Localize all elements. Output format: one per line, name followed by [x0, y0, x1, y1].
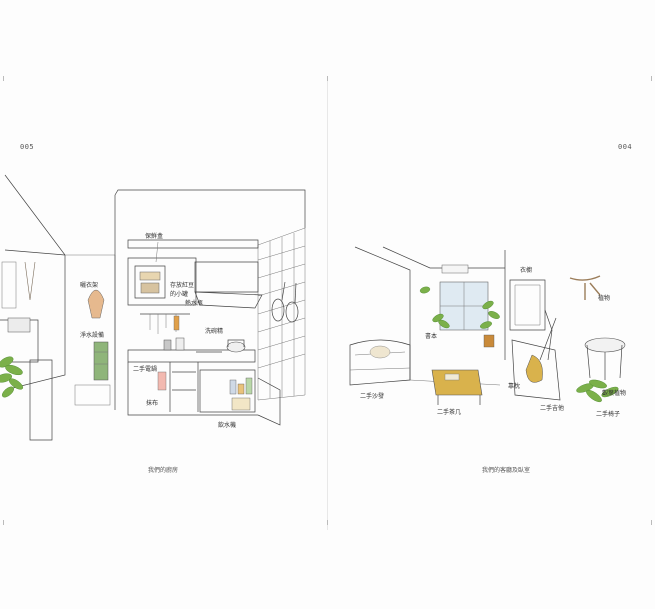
svg-text:二手吉他: 二手吉他 — [540, 404, 564, 412]
crop-mark — [327, 76, 328, 81]
svg-text:洗碗精: 洗碗精 — [205, 327, 223, 335]
crop-mark — [327, 520, 328, 525]
crop-mark — [3, 76, 4, 81]
page-gutter — [327, 80, 328, 530]
svg-text:的小罐: 的小罐 — [170, 290, 188, 298]
svg-text:觀葉植物: 觀葉植物 — [602, 389, 626, 397]
crop-mark — [651, 76, 652, 81]
svg-text:書本: 書本 — [425, 332, 437, 340]
label-container: 保鮮盒 — [145, 232, 163, 240]
svg-text:飲水機: 飲水機 — [218, 421, 236, 429]
svg-text:二手沙發: 二手沙發 — [360, 392, 384, 400]
svg-text:靠枕: 靠枕 — [508, 382, 520, 390]
right-page-number: 004 — [618, 143, 633, 151]
left-page-number: 005 — [20, 143, 35, 151]
crop-mark — [3, 520, 4, 525]
svg-text:二手電鍋: 二手電鍋 — [133, 365, 157, 373]
svg-text:二手椅子: 二手椅子 — [596, 410, 620, 418]
svg-text:衣櫥: 衣櫥 — [520, 266, 532, 274]
right-page-caption: 我們的客廳及臥室 — [481, 467, 530, 474]
svg-text:存放紅豆: 存放紅豆 — [170, 281, 194, 289]
left-page-caption: 我們的廚房 — [147, 467, 178, 474]
svg-text:植物: 植物 — [598, 294, 610, 302]
crop-mark — [651, 520, 652, 525]
svg-text:淨水設備: 淨水設備 — [80, 331, 104, 339]
svg-text:熱水瓶: 熱水瓶 — [185, 299, 203, 307]
svg-text:抹布: 抹布 — [146, 399, 158, 407]
svg-text:曬衣架: 曬衣架 — [80, 281, 98, 289]
svg-text:二手茶几: 二手茶几 — [437, 408, 461, 416]
